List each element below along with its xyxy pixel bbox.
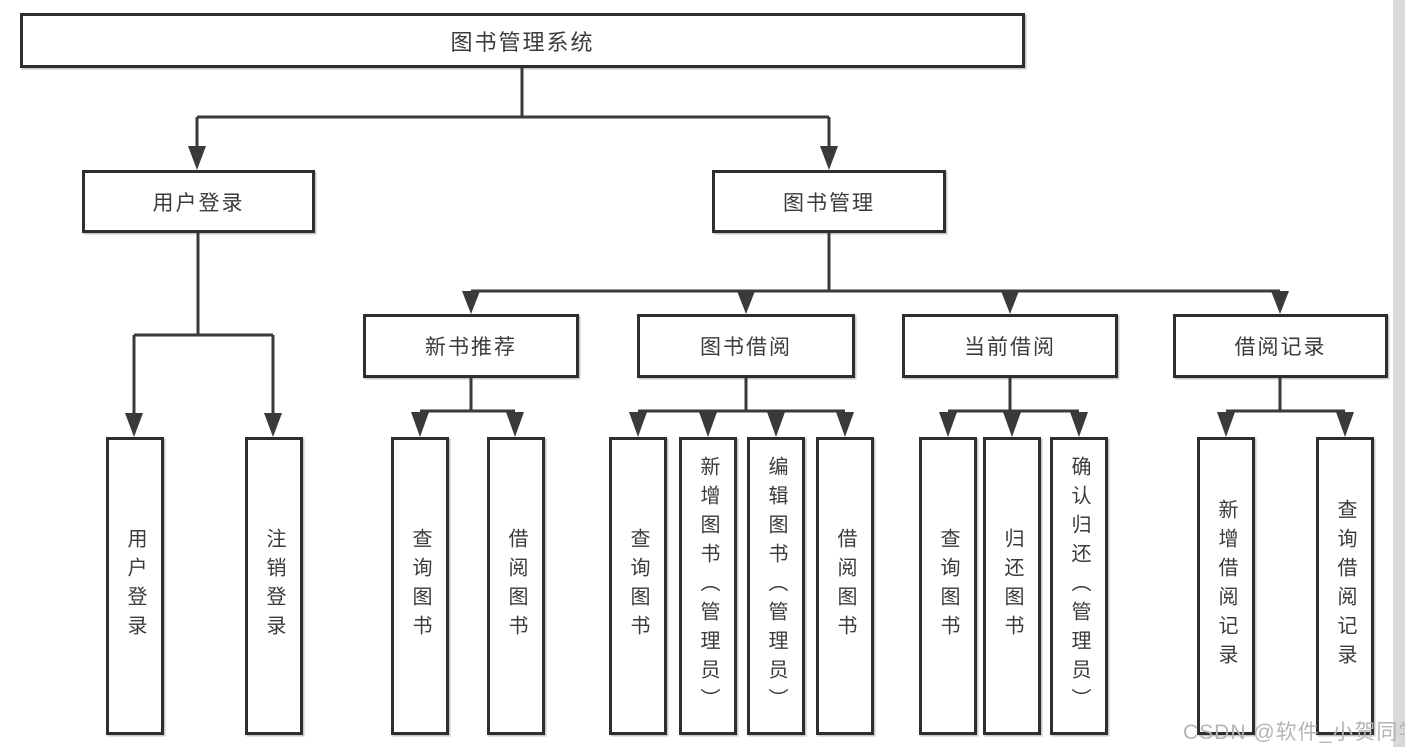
arrowhead — [1271, 291, 1289, 314]
node-label: 借阅图书 — [834, 528, 856, 644]
node-label: 图书管理系统 — [450, 29, 595, 55]
arrowhead — [699, 412, 717, 437]
node-label: 当前借阅 — [964, 336, 1056, 359]
arrowhead — [125, 413, 143, 437]
node-book-management: 图书管理 — [712, 170, 946, 233]
arrowhead — [1070, 412, 1088, 437]
leaf-borrow-books-recommend: 借阅图书 — [487, 437, 545, 735]
arrowhead — [836, 412, 854, 437]
leaf-logout: 注销登录 — [245, 437, 303, 735]
node-user-login: 用户登录 — [82, 170, 315, 233]
node-label: 编辑图书（管理员） — [765, 455, 787, 717]
arrowhead — [737, 291, 755, 314]
leaf-borrow-books: 借阅图书 — [816, 437, 874, 735]
edges-current-borrow — [948, 376, 1079, 413]
arrowheads-book-borrow — [629, 412, 854, 437]
node-label: 查询图书 — [627, 528, 649, 644]
arrowheads-user-login — [125, 413, 282, 437]
right-edge-band — [1393, 0, 1405, 747]
leaf-query-books-recommend: 查询图书 — [391, 437, 449, 735]
arrowhead — [506, 412, 524, 437]
arrowhead — [1001, 291, 1019, 314]
node-label: 用户登录 — [152, 191, 245, 215]
leaf-user-login: 用户登录 — [106, 437, 164, 735]
edges-root-to-level2 — [195, 68, 831, 148]
node-label: 确认归还（管理员） — [1068, 455, 1090, 717]
node-label: 图书管理 — [783, 191, 875, 215]
node-borrow-records: 借阅记录 — [1173, 314, 1388, 378]
node-label: 新增借阅记录 — [1215, 499, 1237, 673]
node-label: 借阅图书 — [505, 528, 527, 644]
node-label: 查询图书 — [937, 528, 959, 644]
arrowheads-level3 — [462, 291, 1289, 314]
node-label: 图书借阅 — [700, 336, 792, 359]
node-label: 归还图书 — [1001, 528, 1023, 644]
leaf-return-books: 归还图书 — [983, 437, 1041, 735]
node-label: 查询图书 — [409, 528, 431, 644]
leaf-edit-books-admin: 编辑图书（管理员） — [747, 437, 805, 735]
node-label: 新增图书（管理员） — [697, 455, 719, 717]
leaf-add-books-admin: 新增图书（管理员） — [679, 437, 737, 735]
arrowhead — [1003, 412, 1021, 437]
arrowhead — [411, 412, 429, 437]
arrowhead — [1217, 412, 1235, 437]
arrowhead — [820, 146, 838, 170]
edges-new-book-recommend — [420, 376, 515, 413]
node-label: 新书推荐 — [425, 336, 517, 359]
leaf-query-books-current: 查询图书 — [919, 437, 977, 735]
node-label: 用户登录 — [124, 528, 146, 644]
edges-book-borrow — [638, 376, 845, 413]
leaf-add-borrow-record: 新增借阅记录 — [1197, 437, 1255, 735]
arrowhead — [767, 412, 785, 437]
arrowhead — [188, 146, 206, 170]
arrowhead — [1336, 412, 1354, 437]
edges-borrow-records — [1226, 376, 1345, 413]
arrowhead — [629, 412, 647, 437]
node-label: 注销登录 — [263, 528, 285, 644]
node-label: 借阅记录 — [1234, 336, 1327, 359]
arrowheads-level2 — [188, 146, 838, 170]
edges-user-login — [132, 231, 275, 415]
arrowheads-borrow-records — [1217, 412, 1354, 437]
arrowheads-new-book-recommend — [411, 412, 524, 437]
watermark: CSDN @软件_小贺同学 — [1183, 721, 1405, 744]
arrowhead — [939, 412, 957, 437]
node-current-borrow: 当前借阅 — [902, 314, 1118, 378]
leaf-query-books-borrow: 查询图书 — [609, 437, 667, 735]
arrowheads-current-borrow — [939, 412, 1088, 437]
node-new-book-recommend: 新书推荐 — [363, 314, 579, 378]
node-label: 查询借阅记录 — [1334, 499, 1356, 673]
arrowhead — [264, 413, 282, 437]
edges-book-mgmt — [471, 231, 1280, 293]
arrowhead — [462, 291, 480, 314]
leaf-query-borrow-record: 查询借阅记录 — [1316, 437, 1374, 735]
leaf-confirm-return-admin: 确认归还（管理员） — [1050, 437, 1108, 735]
node-library-management-system: 图书管理系统 — [20, 13, 1025, 68]
node-book-borrow: 图书借阅 — [637, 314, 855, 378]
